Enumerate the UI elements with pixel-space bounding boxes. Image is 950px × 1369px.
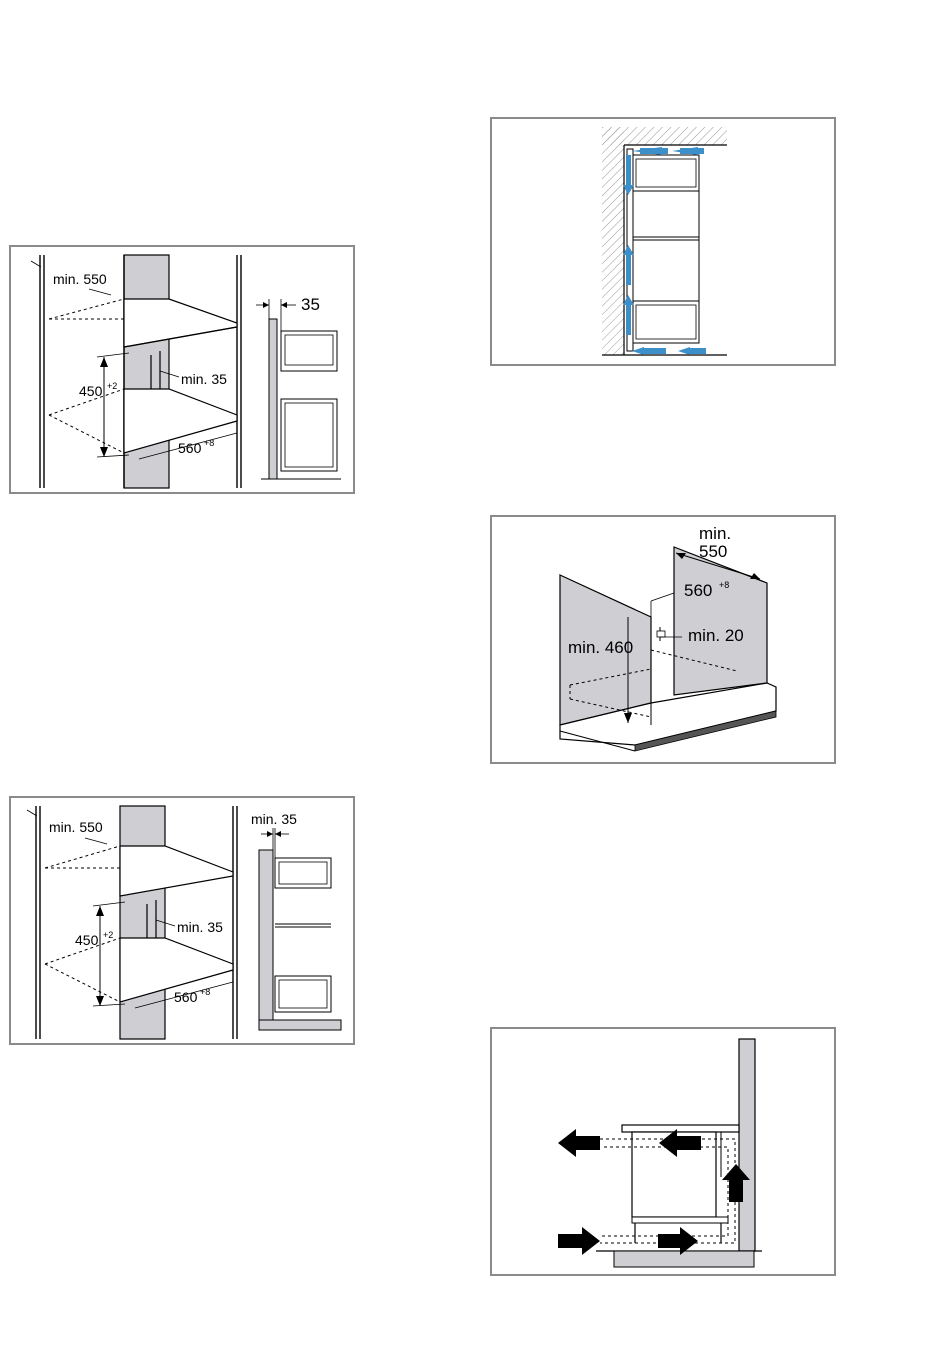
label-560: 560 — [178, 440, 202, 456]
diagram-tall-unit-450: min. 550 450 +2 min. 35 560 +8 min. 35 — [9, 796, 355, 1045]
label-550: 550 — [699, 542, 727, 561]
cabinet-side-panel — [120, 806, 165, 1039]
label-560-tol: +8 — [719, 580, 729, 590]
wall — [739, 1039, 755, 1251]
label-560-tol: +8 — [204, 438, 214, 448]
label-450: 450 — [75, 932, 99, 948]
label-side-min-35: min. 35 — [251, 811, 297, 827]
diagram-ventilation-tall-unit — [490, 117, 836, 366]
label-min-35: min. 35 — [177, 919, 223, 935]
label-min-460: min. 460 — [568, 638, 633, 657]
label-min-550: min. 550 — [53, 271, 107, 287]
label-450-tol: +2 — [107, 381, 117, 391]
label-450: 450 — [79, 383, 103, 399]
label-min-20: min. 20 — [688, 626, 744, 645]
diagram-wall-unit-450: min. 550 450 +2 min. 35 560 +8 35 — [9, 245, 355, 494]
label-min-550: min. 550 — [49, 819, 103, 835]
label-min-35: min. 35 — [181, 371, 227, 387]
label-560: 560 — [684, 581, 712, 600]
label-560: 560 — [174, 989, 198, 1005]
cabinet-back-panel — [674, 547, 767, 695]
label-35: 35 — [301, 295, 320, 314]
diagram-base-unit-hob: min. 550 560 +8 min. 20 min. 460 — [490, 515, 836, 764]
diagram-ventilation-base-unit — [490, 1027, 836, 1276]
label-560-tol: +8 — [200, 987, 210, 997]
label-min: min. — [699, 524, 731, 543]
label-450-tol: +2 — [103, 930, 113, 940]
